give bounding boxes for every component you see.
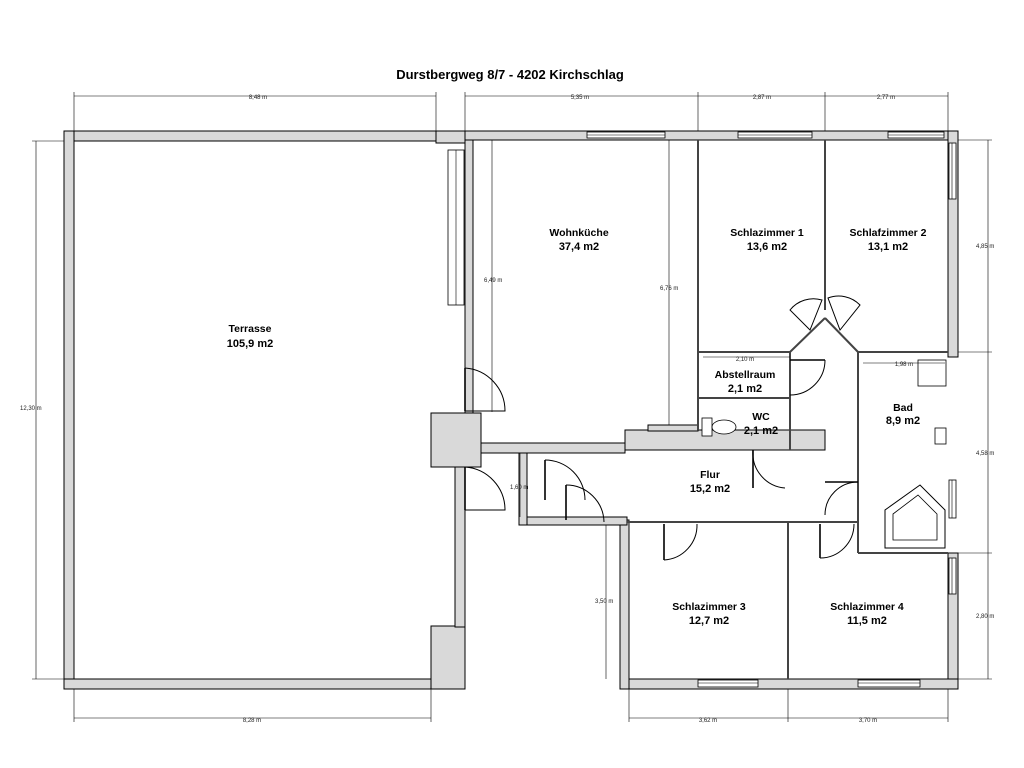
room-flur-area: 15,2 m2 [690, 483, 730, 495]
dim-abstell: 2,10 m [736, 357, 754, 363]
toilet [701, 417, 737, 437]
sink [917, 359, 947, 445]
terrace-walls [63, 130, 482, 690]
dim-bottom-bed4: 3,70 m [859, 718, 877, 724]
room-wc-area: 2,1 m2 [744, 425, 778, 437]
dim-bad-width: 1,98 m [895, 362, 913, 368]
room-labels: Terrasse 105,9 m2 Wohnküche 37,4 m2 Schl… [227, 227, 927, 627]
room-schlazimmer3-area: 12,7 m2 [689, 615, 729, 627]
plan-title: Durstbergweg 8/7 - 4202 Kirchschlag [396, 67, 624, 82]
dim-hall-door: 1,60 m [510, 485, 528, 491]
room-terrasse-name: Terrasse [228, 323, 271, 335]
dimension-lines [32, 92, 992, 722]
room-schlazimmer4-area: 11,5 m2 [847, 615, 887, 627]
room-schlazimmer1-area: 13,6 m2 [747, 241, 787, 253]
dim-top-bed2: 2,77 m [877, 95, 895, 101]
room-abstellraum-area: 2,1 m2 [728, 383, 762, 395]
windows [447, 131, 957, 688]
bathtub [884, 484, 946, 549]
doors [464, 295, 861, 561]
room-wc-name: WC [752, 411, 770, 423]
dim-bottom-terrace: 8,28 m [243, 718, 261, 724]
room-wohnkueche-area: 37,4 m2 [559, 241, 599, 253]
dim-left-total: 12,30 m [20, 406, 42, 412]
interior-walls [627, 140, 948, 679]
room-schlafzimmer2-area: 13,1 m2 [868, 241, 908, 253]
dim-right-top: 4,85 m [976, 244, 994, 250]
room-flur-name: Flur [700, 469, 720, 481]
dim-top-bed1: 2,87 m [753, 95, 771, 101]
dim-right-bottom: 2,80 m [976, 614, 994, 620]
dim-bed3-height: 3,50 m [595, 599, 613, 605]
room-schlazimmer4-name: Schlazimmer 4 [830, 601, 904, 613]
dim-top-kitchen: 5,35 m [571, 95, 589, 101]
dim-kitchen-inner-right: 6,76 m [660, 286, 678, 292]
room-terrasse-area: 105,9 m2 [227, 338, 273, 350]
dim-top-terrace: 8,48 m [249, 95, 267, 101]
room-bad-area: 8,9 m2 [886, 415, 920, 427]
house-walls [464, 130, 959, 690]
dim-kitchen-inner-left: 6,49 m [484, 278, 502, 284]
dim-bottom-bed3: 3,62 m [699, 718, 717, 724]
dimension-labels: 8,48 m 5,35 m 2,87 m 2,77 m 12,30 m 6,49… [20, 95, 994, 724]
room-bad-name: Bad [893, 402, 913, 414]
room-abstellraum-name: Abstellraum [715, 369, 776, 381]
room-schlafzimmer2-name: Schlafzimmer 2 [849, 227, 926, 239]
room-wohnkueche-name: Wohnküche [549, 227, 608, 239]
room-schlazimmer3-name: Schlazimmer 3 [672, 601, 746, 613]
room-schlazimmer1-name: Schlazimmer 1 [730, 227, 804, 239]
dim-right-mid: 4,58 m [976, 451, 994, 457]
